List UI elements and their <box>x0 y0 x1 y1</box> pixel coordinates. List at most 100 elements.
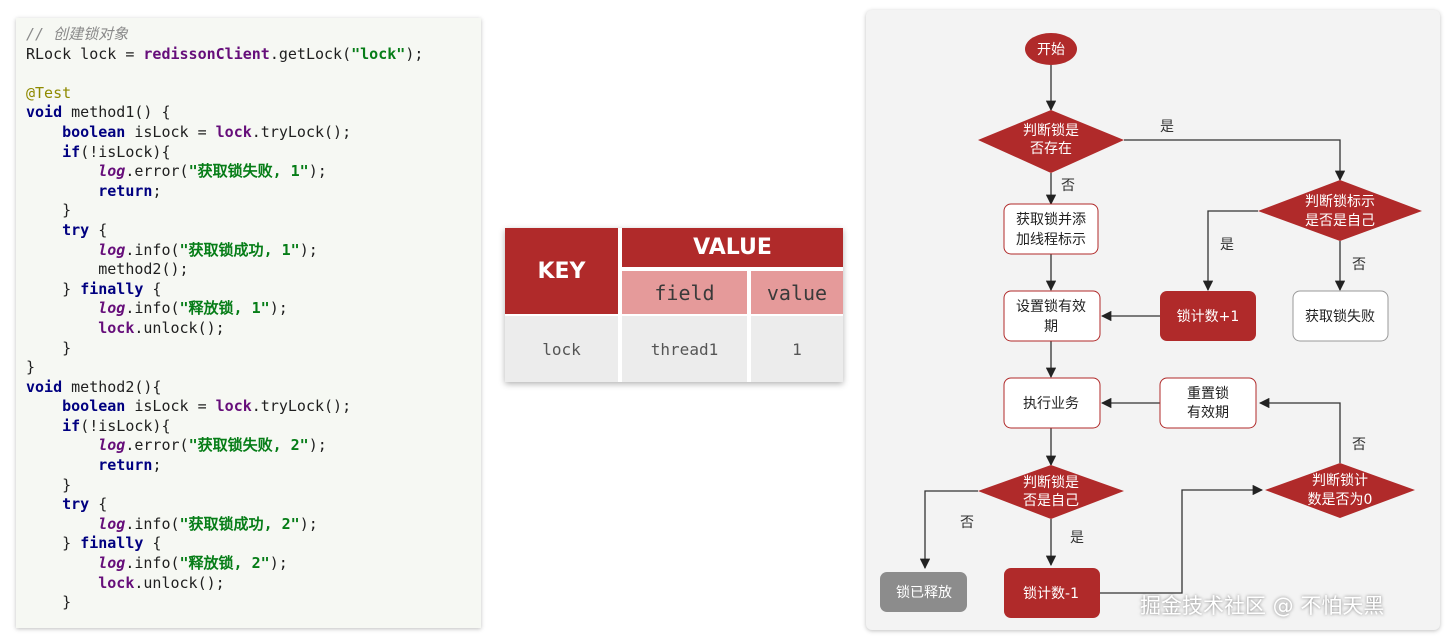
code-line: } <box>26 201 423 221</box>
code-token: log <box>98 162 126 181</box>
reentrant-lock-flowchart: 是 否 是 否 否 否 是 开始 判断锁是 否存在 获取锁并添 加线程标示 判断… <box>866 10 1440 630</box>
code-token: ); <box>405 44 424 63</box>
code-line: lock.unlock(); <box>26 574 423 594</box>
code-token: log <box>98 240 126 259</box>
svg-text:加线程标示: 加线程标示 <box>1016 232 1086 248</box>
process-count-plus: 锁计数+1 <box>1160 291 1256 341</box>
code-token: "lock" <box>351 44 406 63</box>
code-token: lock <box>98 573 135 592</box>
code-token: } <box>26 475 72 494</box>
code-line: return; <box>26 182 423 202</box>
code-token: .tryLock(); <box>251 397 352 416</box>
edge-minus-countzero <box>1100 484 1264 594</box>
code-token: lock <box>215 397 252 416</box>
svg-text:有效期: 有效期 <box>1187 405 1229 421</box>
svg-text:期: 期 <box>1044 319 1058 335</box>
code-token: ); <box>308 162 327 181</box>
svg-text:判断锁标示: 判断锁标示 <box>1305 194 1375 210</box>
code-token: log <box>98 554 126 573</box>
code-token: "释放锁, 2" <box>179 554 270 573</box>
code-token: method2(){ <box>62 377 162 396</box>
code-token: .unlock(); <box>134 573 225 592</box>
svg-text:判断锁是: 判断锁是 <box>1023 123 1079 139</box>
decision-is-self-2: 判断锁是 否是自己 <box>978 465 1124 519</box>
label-countzero-no: 否 <box>1352 437 1366 453</box>
code-token: } <box>26 279 81 298</box>
svg-text:判断锁是: 判断锁是 <box>1023 475 1079 491</box>
code-token: .error( <box>125 162 189 181</box>
code-token: log <box>98 299 126 318</box>
redis-hash-table: KEY VALUE field value lock thread1 1 <box>505 228 843 382</box>
code-token: } <box>26 338 72 357</box>
code-token: lock <box>215 122 252 141</box>
code-line: log.info("获取锁成功, 2"); <box>26 515 423 535</box>
code-token: "获取锁失败, 2" <box>188 436 309 455</box>
code-token <box>26 456 98 474</box>
node-start: 开始 <box>1025 33 1077 65</box>
code-token: RLock lock = <box>26 44 144 63</box>
decision-is-self: 判断锁标示 是否是自己 <box>1258 180 1422 241</box>
label-exists-no: 否 <box>1061 178 1075 194</box>
svg-text:开始: 开始 <box>1037 42 1065 58</box>
process-set-expire: 设置锁有效 期 <box>1003 290 1101 342</box>
code-token <box>26 436 98 454</box>
code-token <box>26 143 62 161</box>
code-token: method1() { <box>62 103 171 122</box>
code-token: { <box>89 220 108 239</box>
code-token: ); <box>269 299 288 318</box>
code-line: } <box>26 358 423 378</box>
svg-text:否是自己: 否是自己 <box>1023 493 1079 509</box>
code-token <box>26 397 62 415</box>
code-token: redissonClient <box>143 44 270 63</box>
value-subheader: value <box>751 271 843 314</box>
code-token <box>26 574 98 592</box>
code-token: } <box>26 534 81 553</box>
process-reset-expire: 重置锁 有效期 <box>1159 377 1257 429</box>
process-count-minus: 锁计数-1 <box>1004 568 1100 618</box>
svg-text:否存在: 否存在 <box>1030 141 1072 157</box>
code-line: log.info("释放锁, 1"); <box>26 299 423 319</box>
svg-text:判断锁计: 判断锁计 <box>1312 473 1368 489</box>
code-token <box>26 182 98 200</box>
code-line: if(!isLock){ <box>26 143 423 163</box>
svg-text:锁已释放: 锁已释放 <box>896 585 952 601</box>
code-line: } finally { <box>26 534 423 554</box>
code-token: .error( <box>125 436 189 455</box>
label-isself2-no: 否 <box>960 515 974 531</box>
code-token <box>26 554 98 572</box>
code-line: return; <box>26 456 423 476</box>
code-line: RLock lock = redissonClient.getLock("loc… <box>26 45 423 65</box>
code-token: .info( <box>125 554 180 573</box>
code-token: } <box>26 201 72 220</box>
label-isself-no: 否 <box>1352 257 1366 273</box>
code-token <box>26 417 62 435</box>
code-token: { <box>143 534 162 553</box>
process-acquire-fail: 获取锁失败 <box>1292 290 1389 342</box>
row-key-cell: lock <box>505 316 620 382</box>
code-line: method2(); <box>26 260 423 280</box>
svg-text:获取锁并添: 获取锁并添 <box>1016 212 1086 228</box>
code-token: } <box>26 593 72 612</box>
code-line: if(!isLock){ <box>26 417 423 437</box>
code-token: method2(); <box>26 260 189 279</box>
code-token: "释放锁, 1" <box>179 299 270 318</box>
code-line: boolean isLock = lock.tryLock(); <box>26 397 423 417</box>
code-token: (!isLock){ <box>80 416 171 435</box>
code-line: log.info("获取锁成功, 1"); <box>26 241 423 261</box>
key-header: KEY <box>505 228 620 314</box>
code-token: isLock = <box>125 397 216 416</box>
code-token: if <box>62 142 81 161</box>
code-token: lock <box>98 318 135 337</box>
svg-text:是否是自己: 是否是自己 <box>1305 213 1375 229</box>
watermark: 掘金技术社区 @ 不怕天黑 <box>1140 594 1385 618</box>
code-token: .unlock(); <box>134 318 225 337</box>
code-line: @Test <box>26 84 423 104</box>
label-isself-yes: 是 <box>1220 237 1234 253</box>
code-line: log.error("获取锁失败, 1"); <box>26 162 423 182</box>
edge-isself2-released <box>919 490 978 570</box>
code-line: } <box>26 476 423 496</box>
code-token: if <box>62 416 81 435</box>
code-token: boolean <box>62 397 126 416</box>
code-token <box>26 299 98 317</box>
